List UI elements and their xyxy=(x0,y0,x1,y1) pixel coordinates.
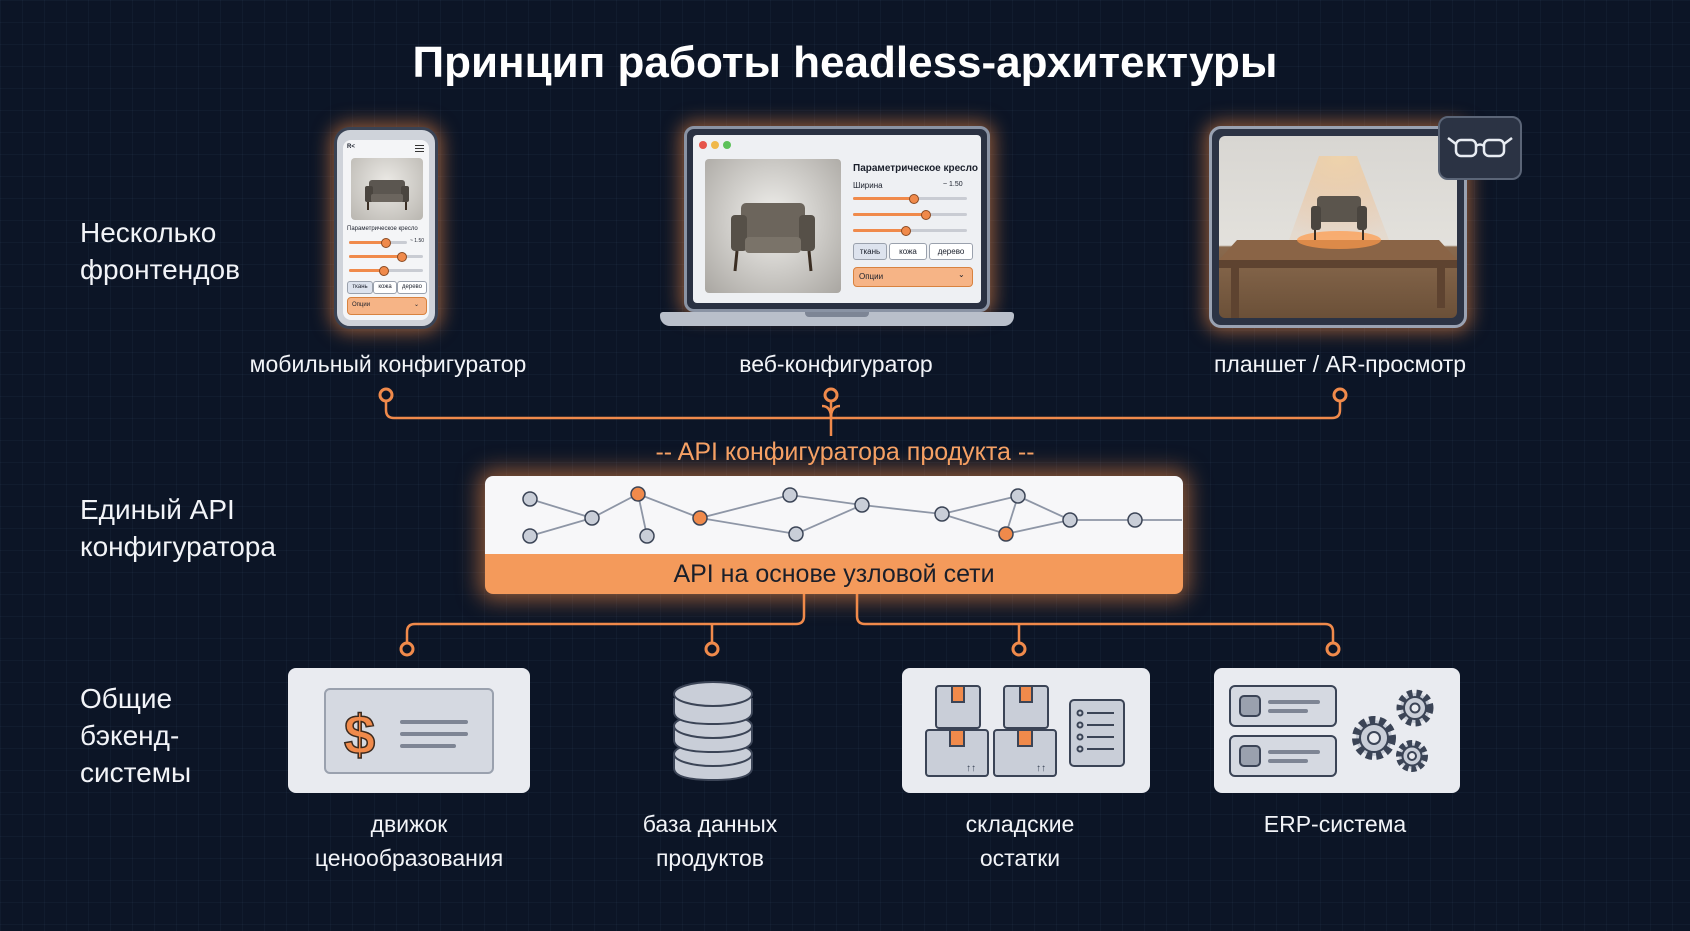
backend-bus-right-line xyxy=(855,594,1335,648)
chair-image xyxy=(351,158,423,220)
caption-inventory: складские остатки xyxy=(965,811,1075,871)
page-title: Принцип работы headless-архитектуры xyxy=(412,38,1278,87)
connector-dot-mobile xyxy=(378,387,394,403)
options-dropdown-label: Опции xyxy=(859,272,884,281)
caption-tablet-ar: планшет / AR-просмотр xyxy=(1213,351,1467,377)
connector-dot-inventory xyxy=(1011,641,1027,657)
svg-text:↑↑: ↑↑ xyxy=(966,763,976,774)
ar-glasses-icon xyxy=(1438,116,1522,180)
material-chip-fabric[interactable]: ткань xyxy=(347,281,373,294)
inventory-card: ↑↑ ↑↑ xyxy=(902,668,1150,793)
width-slider-knob[interactable] xyxy=(909,194,919,204)
window-maximize-dot-icon xyxy=(723,141,731,149)
armchair-icon xyxy=(365,180,409,210)
pricing-card-icon: $ xyxy=(324,688,494,774)
erp-card xyxy=(1214,668,1460,793)
section-label-frontends: Несколько фронтендов xyxy=(80,217,240,285)
api-node xyxy=(934,506,950,522)
connector-dot-pricing xyxy=(399,641,415,657)
api-caption: -- API конфигуратора продукта -- xyxy=(655,438,1035,466)
chevron-down-icon: ⌄ xyxy=(414,302,420,308)
connector-dot-tablet xyxy=(1332,387,1348,403)
slider-knob[interactable] xyxy=(901,226,911,236)
section-label-api: Единый API конфигуратора xyxy=(80,494,276,562)
svg-text:↑↑: ↑↑ xyxy=(1036,763,1046,774)
api-node xyxy=(1062,512,1078,528)
connector-dot-erp xyxy=(1325,641,1341,657)
chevron-down-icon: ⌄ xyxy=(958,270,965,279)
api-node-active xyxy=(998,526,1014,542)
armchair-icon xyxy=(731,203,815,272)
ar-scene-image xyxy=(1219,156,1457,318)
api-node xyxy=(782,487,798,503)
options-dropdown-label: Опции xyxy=(352,302,371,308)
laptop-icon: Параметрическое кресло Ширина ~ 1.50 тка… xyxy=(684,126,990,312)
erp-gears-icon xyxy=(1229,685,1434,777)
laptop-notch xyxy=(805,312,869,317)
warehouse-boxes-icon: ↑↑ ↑↑ xyxy=(925,685,1125,777)
caption-pricing-engine: движок ценообразования xyxy=(314,811,504,871)
laptop-screen: Параметрическое кресло Ширина ~ 1.50 тка… xyxy=(693,135,981,303)
pricing-engine-card: $ xyxy=(288,668,530,793)
options-dropdown[interactable]: Опции ⌄ xyxy=(347,297,427,315)
material-chip-leather[interactable]: кожа xyxy=(889,243,927,260)
frontend-bus-line xyxy=(384,395,1342,420)
slider-knob[interactable] xyxy=(379,266,389,276)
api-label-bar: API на основе узловой сети xyxy=(485,554,1183,594)
web-width-value: ~ 1.50 xyxy=(943,181,963,188)
caption-product-database: база данных продуктов xyxy=(642,811,778,871)
api-box: API на основе узловой сети xyxy=(485,476,1183,594)
api-node xyxy=(1127,512,1143,528)
api-bar-label: API на основе узловой сети xyxy=(673,560,995,588)
api-node xyxy=(639,528,655,544)
phone-screen: R< Параметрическое кресло ~ 1.50 ткань к… xyxy=(343,140,429,320)
phone-width-value: ~ 1.50 xyxy=(410,238,425,244)
window-close-dot-icon xyxy=(699,141,707,149)
phone-logo: R< xyxy=(347,144,355,150)
api-node xyxy=(1010,488,1026,504)
phone-product-title: Параметрическое кресло xyxy=(347,226,418,232)
section-label-backends: Общие бэкенд-системы xyxy=(80,683,192,788)
web-product-title: Параметрическое кресло xyxy=(853,163,978,174)
caption-web-configurator: веб-конфигуратор xyxy=(739,351,933,377)
slider-knob[interactable] xyxy=(921,210,931,220)
material-chip-wood[interactable]: дерево xyxy=(397,281,427,294)
database-icon xyxy=(668,676,758,784)
window-minimize-dot-icon xyxy=(711,141,719,149)
api-node xyxy=(854,497,870,513)
api-node xyxy=(522,528,538,544)
web-width-label: Ширина xyxy=(853,181,883,190)
connector-dot-database xyxy=(704,641,720,657)
tablet-icon xyxy=(1209,126,1467,328)
material-chip-leather[interactable]: кожа xyxy=(373,281,397,294)
chair-image xyxy=(705,159,841,293)
slider-knob[interactable] xyxy=(397,252,407,262)
api-node-active xyxy=(630,486,646,502)
api-node xyxy=(584,510,600,526)
material-chip-wood[interactable]: дерево xyxy=(929,243,973,260)
caption-mobile-configurator: мобильный конфигуратор xyxy=(249,351,527,377)
node-network-panel xyxy=(485,476,1183,554)
slider-knob[interactable] xyxy=(381,238,391,248)
api-node xyxy=(788,526,804,542)
smartphone-icon: R< Параметрическое кресло ~ 1.50 ткань к… xyxy=(334,127,438,329)
options-dropdown[interactable]: Опции ⌄ xyxy=(853,267,973,287)
api-node-active xyxy=(692,510,708,526)
hamburger-menu-icon xyxy=(415,145,424,152)
caption-erp-system: ERP-система xyxy=(1263,811,1407,837)
node-network-graph xyxy=(522,486,1182,544)
material-chip-fabric[interactable]: ткань xyxy=(853,243,887,260)
dollar-icon: $ xyxy=(344,703,375,766)
tablet-screen xyxy=(1219,136,1457,318)
api-node xyxy=(522,491,538,507)
backend-bus-left-line xyxy=(405,594,806,648)
laptop-base xyxy=(660,312,1014,326)
connector-dot-web xyxy=(823,387,839,403)
